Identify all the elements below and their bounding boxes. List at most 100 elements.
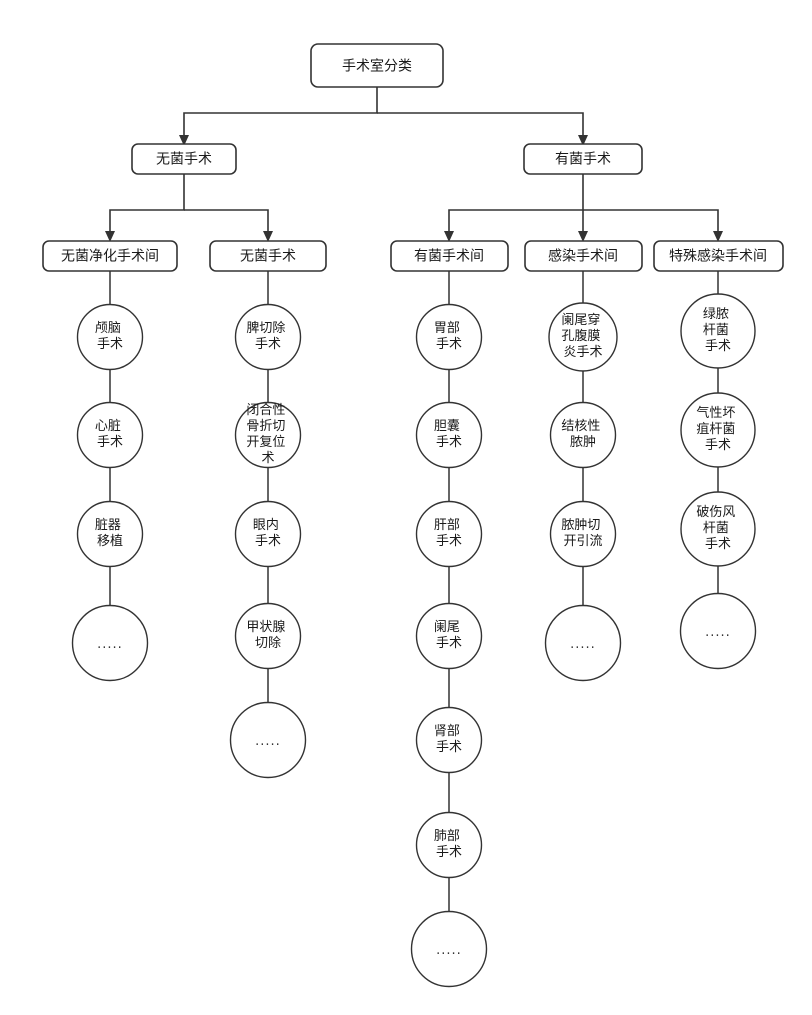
level3-label-4: 特殊感染手术间 [669, 248, 767, 265]
circle-text-c1-1: 心脏 手术 [95, 419, 125, 450]
arrow-to-room-2 [263, 231, 273, 242]
arrow-to-room-5 [713, 231, 723, 242]
circle-node[interactable]: 胃部 手术 [415, 303, 483, 371]
level2-label-1: 有菌手术 [555, 152, 611, 168]
circle-text-c2-1: 闭合性 骨折切 开复位 术 [246, 403, 289, 466]
circle-text-c2-0: 脾切除 手术 [246, 321, 289, 352]
circle-text-c4-1: 结核性 脓肿 [561, 419, 604, 450]
circle-c4-2[interactable] [549, 500, 617, 568]
circle-node[interactable]: 阑尾穿 孔腹膜 炎手术 [548, 302, 618, 372]
circle-c3-3[interactable] [415, 602, 483, 670]
circle-c3-2[interactable] [415, 500, 483, 568]
circle-node[interactable]: 脾切除 手术 [234, 303, 302, 371]
arrow-to-aseptic [179, 135, 189, 146]
circle-node[interactable]: 脓肿切 开引流 [549, 500, 617, 568]
node-room-special-infection[interactable]: 特殊感染手术间 [653, 240, 784, 272]
circle-c4-0[interactable] [548, 302, 618, 372]
arrow-to-room-1 [105, 231, 115, 242]
circle-text-c4-2: 脓肿切 开引流 [561, 517, 604, 549]
circle-node[interactable]: 肺部 手术 [415, 811, 483, 879]
circle-node-ellipsis[interactable]: ..... [229, 701, 307, 779]
circle-node-ellipsis[interactable]: ..... [544, 604, 622, 682]
circle-c1-1[interactable] [76, 401, 144, 469]
circle-node-ellipsis[interactable]: ..... [410, 910, 488, 988]
circle-node[interactable]: 绿脓 杆菌 手术 [680, 293, 756, 369]
circle-c5-0[interactable] [680, 293, 756, 369]
circle-text-c3-6: ..... [436, 943, 462, 958]
circle-node[interactable]: 心脏 手术 [76, 401, 144, 469]
circle-c2-0[interactable] [234, 303, 302, 371]
node-room-aseptic-clean[interactable]: 无菌净化手术间 [42, 240, 178, 272]
circle-c3-0[interactable] [415, 303, 483, 371]
circle-text-c1-0: 颅脑 手术 [95, 321, 125, 352]
node-room-infection[interactable]: 感染手术间 [524, 240, 643, 272]
connector-aseptic-bus-right [184, 209, 269, 234]
circle-c2-4[interactable] [229, 701, 307, 779]
circle-c5-2[interactable] [680, 491, 756, 567]
circle-c1-2[interactable] [76, 500, 144, 568]
circle-text-c2-3: 甲状腺 切除 [246, 620, 289, 651]
circle-c5-1[interactable] [680, 392, 756, 468]
circle-c3-1[interactable] [415, 401, 483, 469]
node-level2-aseptic[interactable]: 无菌手术 [131, 143, 237, 175]
circle-node-ellipsis[interactable]: ..... [71, 604, 149, 682]
level3-box-0[interactable] [42, 240, 178, 272]
circle-node[interactable]: 胆囊 手术 [415, 401, 483, 469]
arrow-to-room-4 [578, 231, 588, 242]
circle-text-c1-3: ..... [97, 637, 123, 652]
circle-text-c3-3: 阑尾 手术 [434, 620, 464, 651]
circle-node[interactable]: 闭合性 骨折切 开复位 术 [234, 401, 302, 469]
circle-c5-3[interactable] [679, 592, 757, 670]
arrow-to-septic [578, 135, 588, 146]
circle-c3-4[interactable] [415, 706, 483, 774]
circle-c3-5[interactable] [415, 811, 483, 879]
level3-box-1[interactable] [209, 240, 327, 272]
connector-aseptic-bus [109, 173, 185, 234]
circle-text-c4-0: 阑尾穿 孔腹膜 炎手术 [561, 312, 604, 360]
circle-node[interactable]: 肾部 手术 [415, 706, 483, 774]
circle-c2-3[interactable] [234, 602, 302, 670]
circle-c1-3[interactable] [71, 604, 149, 682]
level2-label-0: 无菌手术 [156, 152, 212, 168]
circle-node[interactable]: 结核性 脓肿 [549, 401, 617, 469]
level3-box-2[interactable] [390, 240, 509, 272]
circle-c2-1[interactable] [234, 401, 302, 469]
circle-node-ellipsis[interactable]: ..... [679, 592, 757, 670]
circle-text-c3-2: 肝部 手术 [434, 518, 464, 549]
circle-text-c5-1: 气性坏 疽杆菌 手术 [696, 405, 739, 453]
node-root[interactable]: 手术室分类 [310, 43, 444, 88]
circle-node[interactable]: 颅脑 手术 [76, 303, 144, 371]
root-box[interactable] [310, 43, 444, 88]
arrow-to-room-3 [444, 231, 454, 242]
node-level2-septic[interactable]: 有菌手术 [523, 143, 643, 175]
circle-node[interactable]: 眼内 手术 [234, 500, 302, 568]
connector-root-to-bus-right [377, 112, 584, 137]
circle-c1-0[interactable] [76, 303, 144, 371]
circle-text-c4-3: ..... [570, 637, 596, 652]
circle-node[interactable]: 破伤风 杆菌 手术 [680, 491, 756, 567]
circle-node[interactable]: 脏器 移植 [76, 500, 144, 568]
circle-node[interactable]: 肝部 手术 [415, 500, 483, 568]
circle-text-c1-2: 脏器 移植 [95, 518, 125, 549]
level3-box-3[interactable] [524, 240, 643, 272]
level2-box-0[interactable] [131, 143, 237, 175]
level3-label-2: 有菌手术间 [414, 249, 484, 265]
circle-c3-6[interactable] [410, 910, 488, 988]
level3-box-4[interactable] [653, 240, 784, 272]
circle-node[interactable]: 甲状腺 切除 [234, 602, 302, 670]
level2-box-1[interactable] [523, 143, 643, 175]
circle-text-c2-2: 眼内 手术 [253, 517, 283, 549]
node-room-aseptic[interactable]: 无菌手术 [209, 240, 327, 272]
node-room-septic[interactable]: 有菌手术间 [390, 240, 509, 272]
circle-text-c5-3: ..... [705, 625, 731, 640]
circle-c2-2[interactable] [234, 500, 302, 568]
circle-node[interactable]: 气性坏 疽杆菌 手术 [680, 392, 756, 468]
connector-layer [105, 87, 723, 912]
circle-node[interactable]: 阑尾 手术 [415, 602, 483, 670]
circle-text-c3-0: 胃部 手术 [434, 321, 464, 352]
level3-label-0: 无菌净化手术间 [61, 249, 159, 265]
circle-c4-1[interactable] [549, 401, 617, 469]
circle-c4-3[interactable] [544, 604, 622, 682]
